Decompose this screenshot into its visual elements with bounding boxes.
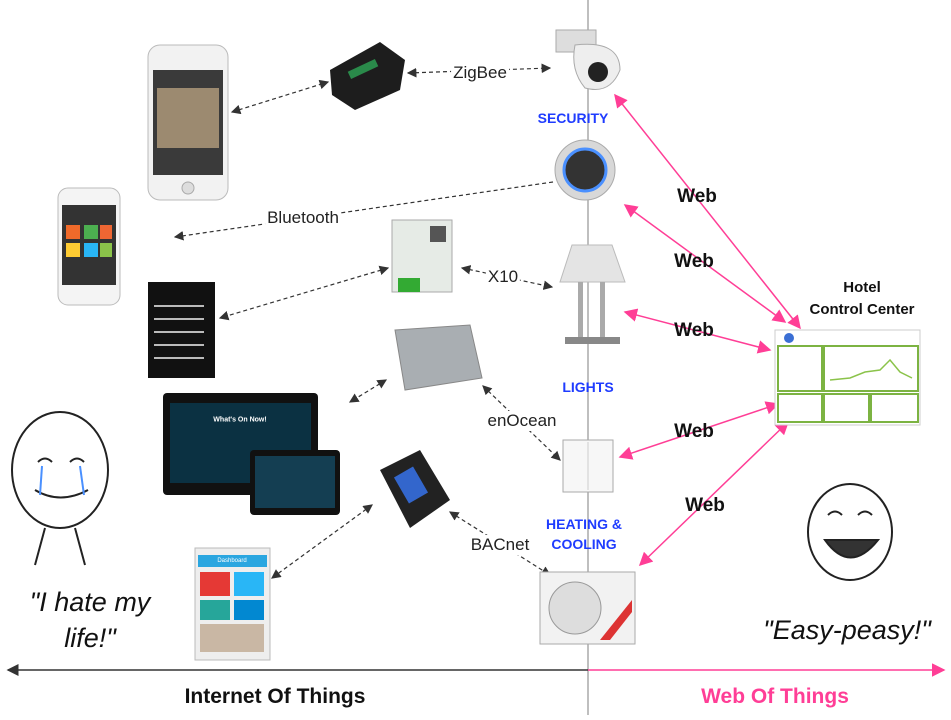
web-label: Web (674, 320, 714, 341)
bacnet-gateway (380, 450, 450, 528)
happy-quote: "Easy-peasy!" (763, 615, 931, 645)
zigbee-gateway (330, 42, 405, 110)
sad-quote: "I hate my life!" (30, 584, 151, 656)
internet-of-things-label: Internet Of Things (184, 685, 366, 708)
security-label: SECURITY (537, 110, 609, 126)
iphone-camera-app (147, 44, 229, 201)
wall-switch (562, 439, 614, 493)
lights-label: LIGHTS (562, 379, 614, 395)
dashed-connectors (173, 63, 561, 579)
web-label: Web (677, 186, 717, 207)
samsung-phone-app (57, 187, 121, 306)
heating-cooling-label: HEATING & COOLING (546, 514, 622, 554)
bluetooth-label: Bluetooth (265, 208, 341, 228)
web-label: Web (685, 495, 725, 516)
bacnet-label: BACnet (468, 535, 532, 555)
lamp (559, 244, 626, 344)
x10-label: X10 (485, 267, 521, 287)
web-arrows (614, 93, 801, 567)
x10-module (391, 219, 453, 293)
iphone-dashboard-app (194, 547, 271, 661)
android-lights-app (148, 282, 215, 378)
cooling-line: COOLING (551, 536, 617, 552)
web-label: Web (674, 251, 714, 272)
tablet-app (163, 393, 340, 515)
control-center-line: Control Center (809, 301, 915, 318)
laughing-face (807, 483, 893, 581)
enocean-gateway (394, 324, 483, 391)
smart-lock (554, 139, 616, 201)
heating-line: HEATING & (546, 516, 622, 532)
zigbee-label: ZigBee (451, 63, 509, 83)
forever-alone-face (11, 411, 109, 566)
security-camera (555, 29, 621, 90)
air-conditioner (539, 571, 636, 645)
quote-line: "I hate my (29, 587, 151, 617)
tablet-screen-title: What's On Now! (213, 416, 267, 424)
enocean-label: enOcean (485, 411, 559, 431)
web-label: Web (674, 421, 714, 442)
dashboard-screen-title: Dashboard (217, 558, 247, 564)
web-of-things-label: Web Of Things (701, 685, 849, 708)
hotel-line: Hotel (843, 279, 881, 296)
quote-line: life!" (64, 623, 116, 653)
hotel-dashboard-screen (774, 329, 921, 426)
